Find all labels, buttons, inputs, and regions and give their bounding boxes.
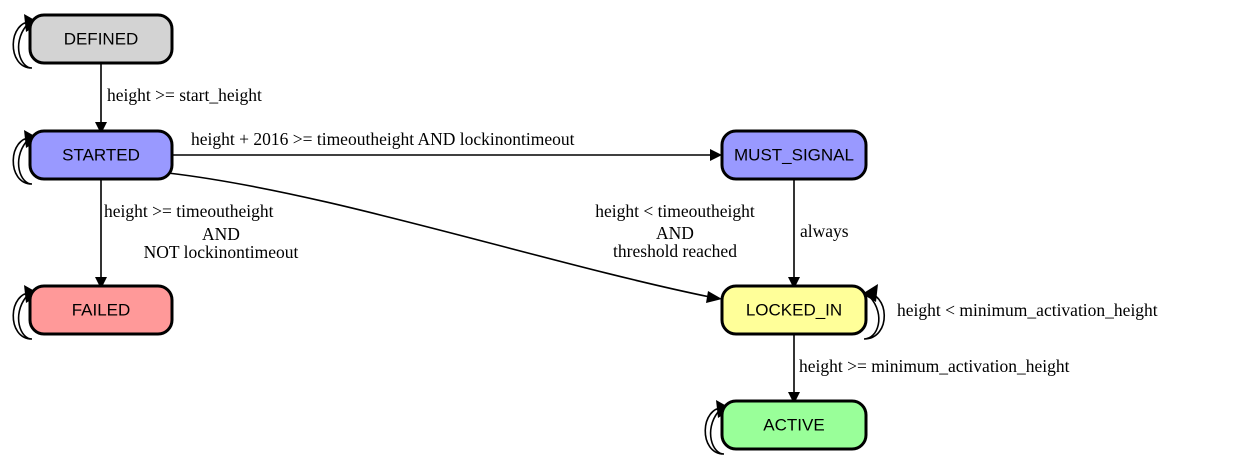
edge-must-signal-to-locked-in	[788, 179, 800, 289]
started-must-signal-arrowhead	[710, 149, 722, 161]
edge-label-started-failed-line3: NOT lockinontimeout	[144, 242, 299, 262]
node-failed-shape[interactable]	[28, 284, 174, 336]
must-signal-locked-in-arrowhead	[788, 277, 800, 289]
edge-label-locked-in-active: height >= minimum_activation_height	[799, 356, 1070, 376]
node-defined-label: DEFINED	[64, 29, 139, 48]
edge-label-started-locked-in-line3: threshold reached	[613, 241, 737, 261]
node-active-shape[interactable]	[720, 399, 868, 451]
node-defined[interactable]: DEFINED	[28, 13, 174, 65]
defined-started-arrowhead	[95, 122, 107, 134]
node-started[interactable]: STARTED	[28, 129, 174, 181]
locked-in-active-arrowhead	[788, 392, 800, 404]
edge-defined-to-started	[95, 63, 107, 134]
edge-label-started-failed-line2: AND	[202, 224, 240, 244]
node-must-signal-label: MUST_SIGNAL	[734, 145, 854, 164]
node-started-label: STARTED	[62, 145, 140, 164]
node-locked-in[interactable]: LOCKED_IN	[720, 284, 868, 336]
node-failed[interactable]: FAILED	[28, 284, 174, 336]
node-must-signal[interactable]: MUST_SIGNAL	[720, 129, 868, 181]
started-self-loop-path	[12, 137, 33, 185]
edge-label-started-failed-line1: height >= timeoutheight	[104, 201, 274, 221]
node-active-label: ACTIVE	[763, 415, 824, 434]
edge-started-to-must-signal	[172, 149, 722, 161]
edge-label-locked-in-self: height < minimum_activation_height	[897, 300, 1158, 320]
started-locked-in-path	[167, 172, 711, 298]
edge-label-started-locked-in-line1: height < timeoutheight	[595, 201, 755, 221]
edge-locked-in-self-loop	[862, 284, 885, 340]
edge-started-to-locked-in	[167, 172, 722, 303]
locked-in-self-loop-arrowhead	[862, 284, 878, 302]
edge-started-to-failed	[95, 179, 107, 289]
locked-in-self-loop-path	[863, 292, 885, 340]
started-locked-in-arrowhead	[706, 291, 722, 303]
edge-label-started-must-signal: height + 2016 >= timeoutheight AND locki…	[191, 129, 575, 149]
defined-self-loop-path	[12, 21, 33, 69]
edge-locked-in-to-active	[788, 334, 800, 404]
node-must-signal-shape[interactable]	[720, 129, 868, 181]
node-defined-shape[interactable]	[28, 13, 174, 65]
started-failed-arrowhead	[95, 277, 107, 289]
edge-label-defined-started: height >= start_height	[107, 85, 262, 105]
node-active[interactable]: ACTIVE	[720, 399, 868, 451]
node-failed-label: FAILED	[72, 300, 131, 319]
edge-label-must-signal-locked-in: always	[800, 221, 849, 241]
failed-self-loop-path	[12, 292, 33, 340]
node-locked-in-shape[interactable]	[720, 284, 868, 336]
node-locked-in-label: LOCKED_IN	[746, 300, 842, 319]
node-started-shape[interactable]	[28, 129, 174, 181]
active-self-loop-path	[704, 407, 725, 455]
edge-label-started-locked-in-line2: AND	[656, 223, 694, 243]
